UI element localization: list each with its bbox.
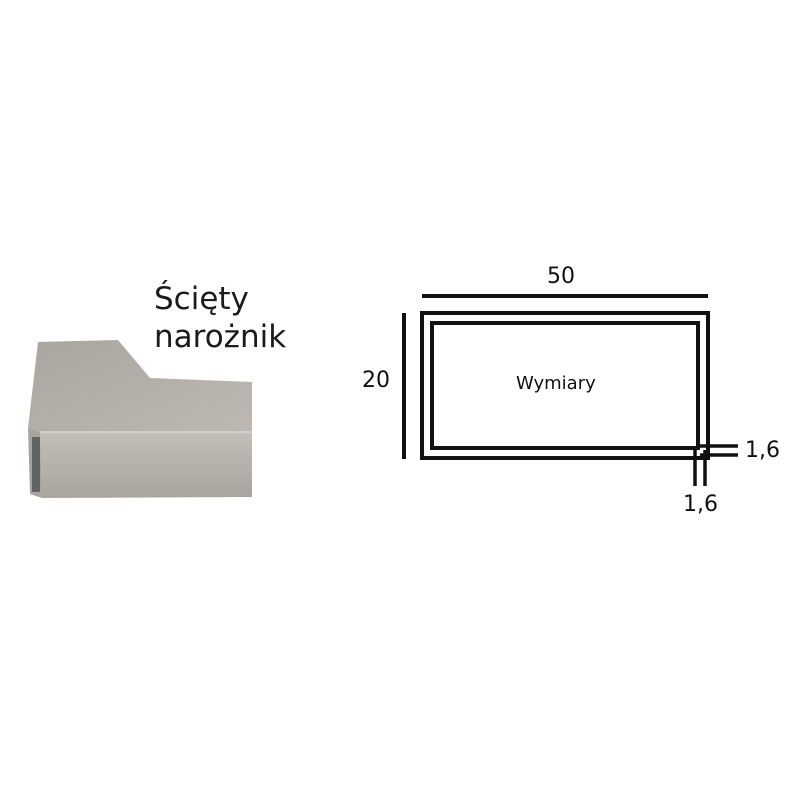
outer-profile-rect (420, 311, 710, 460)
width-label: 50 (547, 264, 575, 289)
title-line-2: narożnik (154, 319, 287, 355)
wall-thickness-bottom-label: 1,6 (683, 492, 718, 517)
cross-section-drawing (402, 294, 738, 486)
center-label: Wymiary (516, 373, 596, 394)
height-label: 20 (362, 368, 390, 393)
wall-thickness-right-label: 1,6 (745, 438, 780, 463)
title-line-1: Ścięty (154, 281, 249, 317)
inner-profile-rect (430, 321, 700, 450)
product-title: Ścięty narożnik (154, 280, 286, 356)
product-image-corner-profile (28, 340, 252, 498)
